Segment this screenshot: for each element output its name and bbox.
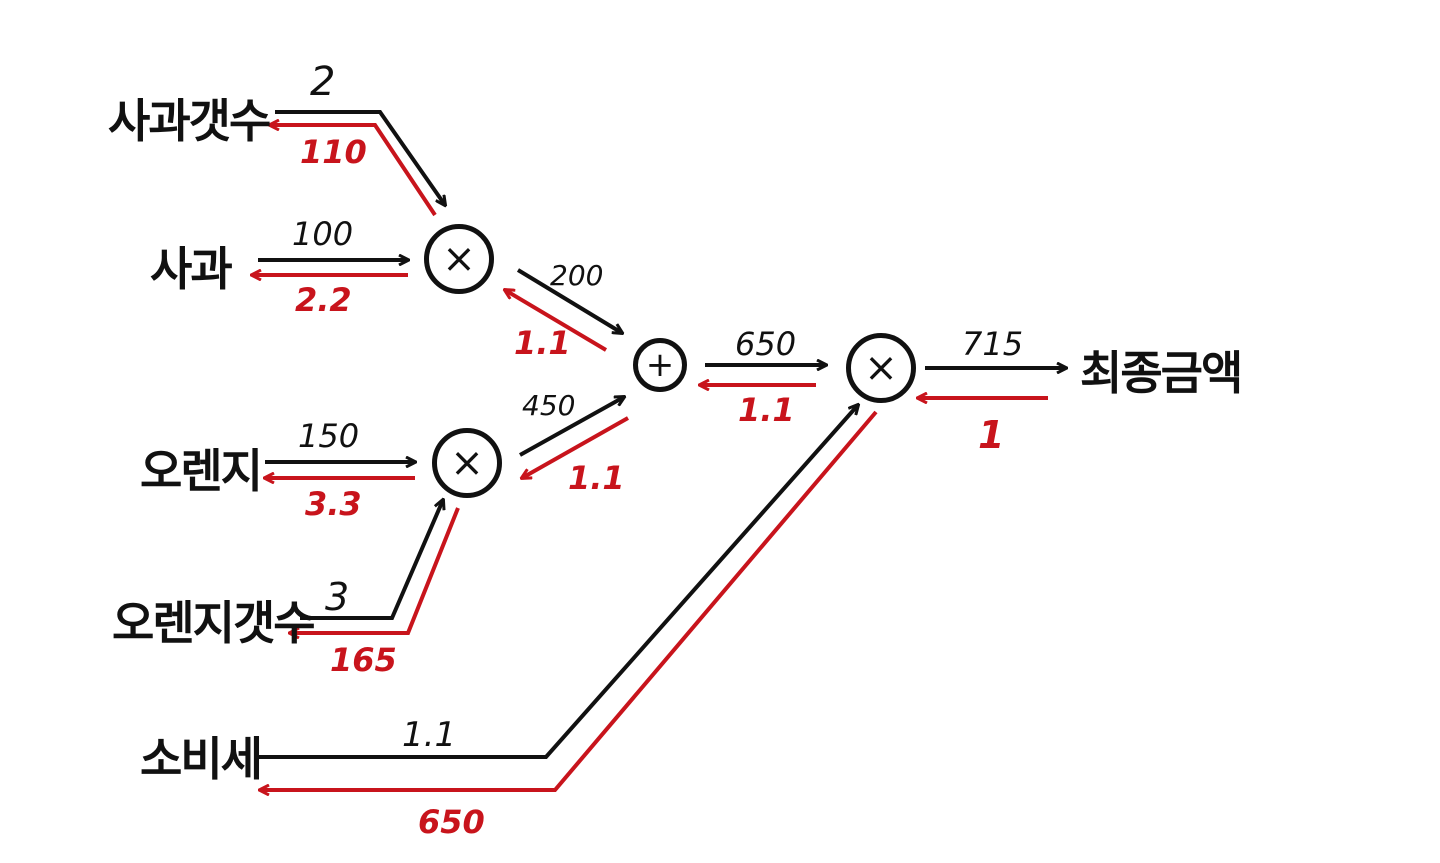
label-orange: 오렌지	[140, 444, 263, 498]
forward-edge-tax	[258, 405, 858, 759]
backward-edge-mul-orange-out	[522, 416, 629, 478]
add-node: +	[633, 338, 687, 392]
forward-value-add-out: 650	[735, 325, 797, 363]
label-apple: 사과	[150, 242, 233, 296]
backward-value-orange-count: 165	[330, 641, 397, 679]
forward-edge-apple-count	[275, 110, 445, 205]
multiply-node-tax: ×	[846, 333, 916, 403]
label-total: 최종금액	[1080, 346, 1243, 400]
forward-value-apple-count: 2	[310, 59, 336, 105]
forward-value-mul-orange-out: 450	[522, 389, 576, 422]
backward-value-orange: 3.3	[305, 485, 362, 523]
multiply-node-apple: ×	[424, 224, 494, 294]
backward-edge-mul-apple-out	[505, 290, 608, 352]
multiply-node-orange: ×	[432, 428, 502, 498]
backward-value-tax: 650	[418, 803, 485, 841]
backward-edge-orange-count	[290, 507, 460, 633]
forward-edge-mul-orange-out	[519, 397, 624, 457]
label-tax: 소비세	[140, 732, 263, 786]
forward-edge-mul-apple-out	[516, 268, 622, 333]
backward-value-total: 1	[978, 413, 1005, 457]
forward-value-total: 715	[962, 325, 1024, 363]
backward-value-add-out: 1.1	[738, 391, 795, 429]
forward-value-apple: 100	[292, 215, 354, 253]
forward-value-orange: 150	[298, 417, 360, 455]
forward-edge-orange-count	[300, 500, 443, 620]
backward-edge-tax	[260, 410, 878, 790]
forward-value-orange-count: 3	[325, 575, 350, 619]
backward-value-apple: 2.2	[295, 281, 352, 319]
backward-value-mul-orange-out: 1.1	[568, 459, 625, 497]
backward-value-apple-count: 110	[300, 133, 367, 171]
label-apple-count: 사과갯수	[108, 94, 271, 148]
label-orange-count: 오렌지갯수	[112, 596, 316, 650]
forward-value-tax: 1.1	[402, 715, 457, 755]
backward-value-mul-apple-out: 1.1	[514, 324, 571, 362]
forward-value-mul-apple-out: 200	[550, 259, 604, 292]
backward-edge-apple-count	[270, 125, 437, 217]
